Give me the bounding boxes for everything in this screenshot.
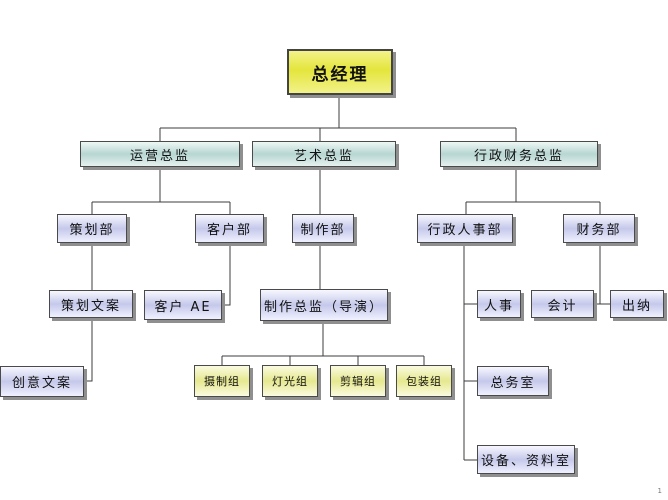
client-ae-node: 客户 AE <box>144 290 222 320</box>
general-office-node: 总务室 <box>477 366 549 396</box>
planning-copywriter-node: 策划文案 <box>49 290 133 318</box>
packaging-group-node: 包装组 <box>396 365 452 397</box>
cashier-node: 出纳 <box>610 290 664 318</box>
camera-group-node: 摄制组 <box>194 365 250 397</box>
ceo-node: 总经理 <box>287 49 393 95</box>
creative-copywriter-node: 创意文案 <box>0 366 84 397</box>
planning-dept-node: 策划部 <box>57 214 127 243</box>
admin-hr-dept-node: 行政人事部 <box>417 214 513 243</box>
hr-node: 人事 <box>477 290 521 318</box>
equipment-room-node: 设备、资料室 <box>477 445 575 474</box>
production-dept-node: 制作部 <box>292 214 354 243</box>
client-dept-node: 客户部 <box>195 214 264 243</box>
admin-finance-director-node: 行政财务总监 <box>440 141 598 167</box>
art-director-node: 艺术总监 <box>252 141 396 167</box>
page-number: 1 <box>657 487 662 495</box>
accountant-node: 会计 <box>531 290 594 318</box>
finance-dept-node: 财务部 <box>563 214 635 243</box>
ops-director-node: 运营总监 <box>80 141 240 167</box>
lighting-group-node: 灯光组 <box>262 365 318 397</box>
editing-group-node: 剪辑组 <box>330 365 386 397</box>
production-director-node: 制作总监（导演） <box>260 289 388 321</box>
